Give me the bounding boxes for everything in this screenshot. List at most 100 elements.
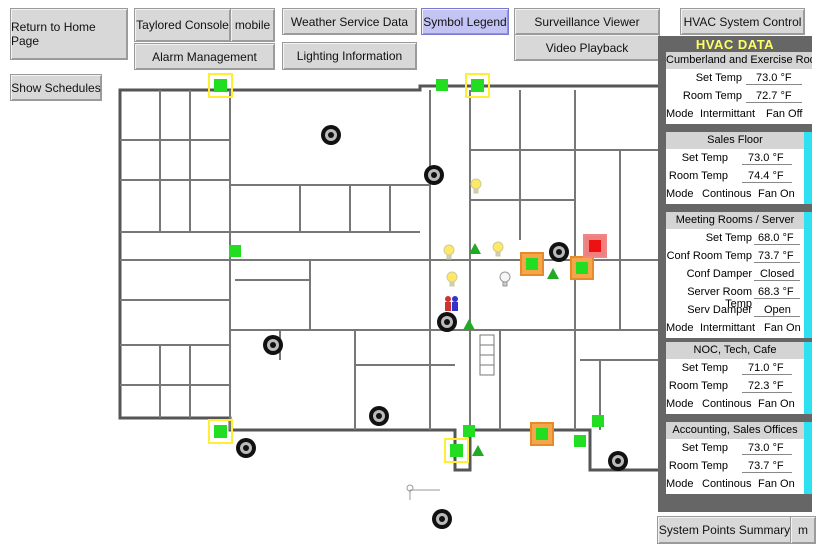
camera-icon[interactable] [236,438,256,458]
row-value: 71.0 °F [748,362,784,374]
warning-sensor-icon[interactable] [530,422,554,446]
zone-status-bar [804,212,812,338]
mode-value: Intermittant [700,108,756,120]
camera-icon[interactable] [263,335,283,355]
zone-status-bar [804,422,812,494]
zone-row-room-temp: Room Temp 74.4 °F [666,167,812,185]
hvac-zone-accounting-sales: Accounting, Sales Offices Set Temp 73.0 … [666,422,812,494]
video-playback-button[interactable]: Video Playback [514,34,660,61]
hvac-zone-cumberland: Cumberland and Exercise Room Set Temp 73… [666,52,812,124]
zone-row-serv-damper: Serv Damper Open [666,301,812,319]
row-value: 73.0 °F [756,72,792,84]
row-label: Room Temp [668,460,728,472]
weather-service-button[interactable]: Weather Service Data [282,8,417,35]
row-value: 72.7 °F [756,90,792,102]
row-label: Serv Damper [687,304,752,316]
camera-icon[interactable] [608,451,628,471]
zone-mode-row: Mode Continous Fan On [666,475,812,493]
mode-label: Mode [666,478,694,490]
warning-sensor-icon[interactable] [570,256,594,280]
sensor-icon[interactable] [229,245,241,257]
row-label: Conf Damper [686,268,752,280]
zone-row-room-temp: Room Temp 72.7 °F [666,87,812,105]
zone-row-room-temp: Room Temp 73.7 °F [666,457,812,475]
mode-value: Intermittant [700,322,756,334]
zone-row-conf-room-temp: Conf Room Temp 73.7 °F [666,247,812,265]
highlighted-sensor-icon[interactable] [208,419,233,444]
row-label: Conf Room Temp [666,250,752,262]
row-label: Set Temp [695,72,742,84]
hvac-system-control-button[interactable]: HVAC System Control [680,8,805,35]
mode-value: Continous [702,478,752,490]
row-value: 73.7 °F [758,250,794,262]
zone-row-server-room-temp: Server Room Temp 68.3 °F [666,283,812,310]
row-label: Set Temp [705,232,752,244]
light-bulb-icon[interactable] [470,178,482,194]
zone-row-set-temp: Set Temp 73.0 °F [666,69,812,87]
camera-icon[interactable] [437,312,457,332]
highlighted-sensor-icon[interactable] [208,73,233,98]
sensor-icon[interactable] [574,435,586,447]
mode-label: Mode [666,322,694,334]
camera-icon[interactable] [432,509,452,529]
triangle-sensor-icon[interactable] [472,445,484,456]
mode-label: Mode [666,398,694,410]
hvac-data-panel: HVAC DATA Cumberland and Exercise Room S… [658,36,812,512]
zone-row-set-temp: Set Temp 68.0 °F [666,229,812,247]
alarm-icon[interactable] [583,234,607,258]
row-value: 73.0 °F [748,152,784,164]
row-label: Set Temp [681,152,728,164]
zone-mode-row: Mode Intermittant Fan On [666,319,812,337]
system-points-summary-button[interactable]: System Points Summary [657,516,792,544]
warning-sensor-icon[interactable] [520,252,544,276]
row-value: 68.0 °F [758,232,794,244]
camera-icon[interactable] [321,125,341,145]
fan-status: Fan Off [766,108,803,120]
mode-label: Mode [666,188,694,200]
zone-status-bar [804,132,812,204]
zone-status-bar [804,342,812,414]
alarm-management-button[interactable]: Alarm Management [134,43,275,70]
row-label: Room Temp [682,90,742,102]
highlighted-sensor-icon[interactable] [465,73,490,98]
occupancy-icon[interactable] [445,296,458,311]
fan-status: Fan On [758,188,795,200]
row-value: Closed [760,268,795,280]
camera-icon[interactable] [424,165,444,185]
zone-row-set-temp: Set Temp 73.0 °F [666,439,812,457]
zone-row-set-temp: Set Temp 73.0 °F [666,149,812,167]
mode-label: Mode [666,108,694,120]
zone-row-conf-damper: Conf Damper Closed [666,265,812,283]
highlighted-sensor-icon[interactable] [444,438,469,463]
row-value: Open [764,304,791,316]
hvac-panel-title: HVAC DATA [695,37,775,52]
sensor-icon[interactable] [436,79,448,91]
hvac-zone-meeting-rooms-server: Meeting Rooms / Server Set Temp 68.0 °F … [666,212,812,338]
zone-mode-row: Mode Intermittant Fan Off [666,105,812,123]
fan-status: Fan On [758,398,795,410]
lighting-information-button[interactable]: Lighting Information [282,42,417,70]
row-label: Set Temp [681,442,728,454]
symbol-legend-button[interactable]: Symbol Legend [421,8,509,35]
surveillance-viewer-button[interactable]: Surveillance Viewer [514,8,660,35]
mobile-button[interactable]: mobile [230,8,275,42]
fan-status: Fan On [758,478,795,490]
triangle-sensor-icon[interactable] [547,268,559,279]
triangle-sensor-icon[interactable] [463,319,475,330]
return-home-button[interactable]: Return to Home Page [10,8,128,60]
light-bulb-icon[interactable] [446,271,458,287]
light-bulb-icon[interactable] [443,244,455,260]
light-bulb-icon[interactable] [492,241,504,257]
light-bulb-icon[interactable] [499,271,511,287]
zone-mode-row: Mode Continous Fan On [666,185,812,203]
m-button[interactable]: m [790,516,816,544]
row-value: 68.3 °F [758,286,794,298]
camera-icon[interactable] [549,242,569,262]
sensor-icon[interactable] [592,415,604,427]
taylored-console-button[interactable]: Taylored Console [134,8,231,42]
show-schedules-button[interactable]: Show Schedules [10,74,102,101]
sensor-icon[interactable] [463,425,475,437]
camera-icon[interactable] [369,406,389,426]
triangle-sensor-icon[interactable] [469,243,481,254]
